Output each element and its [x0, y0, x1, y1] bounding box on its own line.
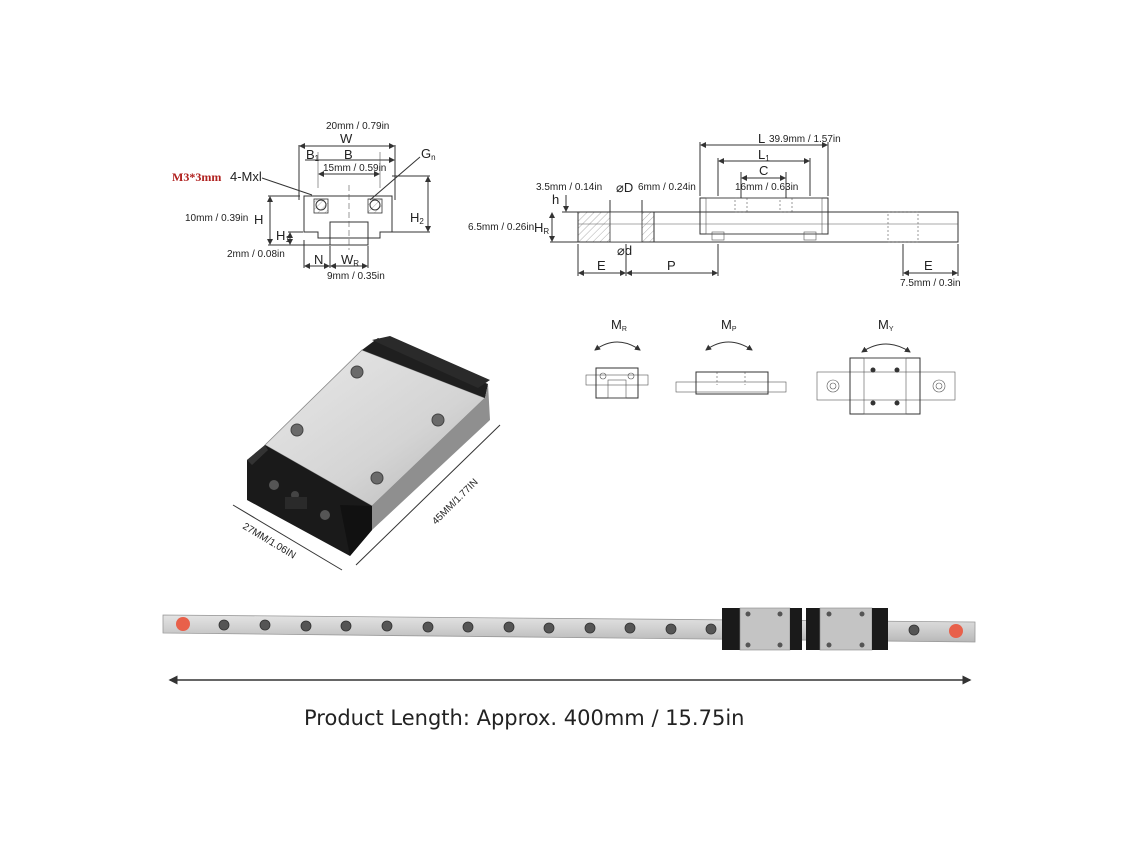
side-e-symbol: E — [597, 258, 606, 273]
front-h-symbol: H — [254, 212, 263, 227]
side-h-symbol: h — [552, 192, 559, 207]
side-hr-symbol: HR — [534, 220, 549, 236]
front-h1-value: 2mm / 0.08in — [227, 249, 285, 260]
product-length-caption: Product Length: Approx. 400mm / 15.75in — [304, 706, 744, 730]
side-c-value: 16mm / 0.63in — [735, 182, 798, 193]
thread-spec-red: M3*3mm — [172, 170, 221, 184]
side-p-symbol: P — [667, 258, 676, 273]
front-wr-value: 9mm / 0.35in — [327, 271, 385, 282]
front-height-value: 10mm / 0.39in — [185, 213, 248, 224]
front-width-value: 20mm / 0.79in — [326, 121, 389, 132]
side-d-symbol: ⌀d — [617, 243, 632, 258]
side-e2-symbol: E — [924, 258, 933, 273]
side-D-value: 6mm / 0.24in — [638, 182, 696, 193]
front-b-value: 15mm / 0.59in — [323, 163, 386, 174]
front-n-symbol: N — [314, 252, 323, 267]
front-wr-symbol: WR — [341, 252, 359, 268]
side-e-value: 7.5mm / 0.3in — [900, 278, 961, 289]
moment-mr-label: MR — [611, 317, 627, 333]
front-b-symbol: B — [344, 147, 353, 162]
front-b1-symbol: B1 — [306, 147, 320, 163]
front-h2-symbol: H2 — [410, 210, 424, 226]
moment-diagrams — [585, 341, 956, 415]
side-c-symbol: C — [759, 163, 768, 178]
front-view-drawing — [261, 143, 431, 269]
front-h1-symbol: H1 — [276, 228, 290, 244]
side-h-value: 3.5mm / 0.14in — [536, 182, 602, 193]
moment-mp-label: MP — [721, 317, 737, 333]
front-g-symbol: Gn — [421, 146, 436, 162]
full-rail-assembly — [162, 607, 976, 685]
front-width-symbol: W — [340, 131, 353, 146]
side-l1-symbol: L1 — [758, 147, 770, 163]
rail-end-cap-left — [176, 617, 190, 631]
rail-end-cap-right — [949, 624, 963, 638]
side-l-symbol: L — [758, 131, 765, 146]
thread-spec-symbol: 4-Mxl — [230, 169, 262, 184]
moment-my-label: MY — [878, 317, 894, 333]
side-D-symbol: ⌀D — [616, 180, 633, 195]
slide-block-photo — [232, 336, 501, 571]
side-l-value: 39.9mm / 1.57in — [769, 134, 841, 145]
side-hr-value: 6.5mm / 0.26in — [468, 222, 534, 233]
photo-length-label: 45MM/1.77IN — [430, 477, 480, 527]
side-view-drawing — [549, 142, 959, 276]
photo-width-label: 27MM/1.06IN — [240, 521, 297, 561]
